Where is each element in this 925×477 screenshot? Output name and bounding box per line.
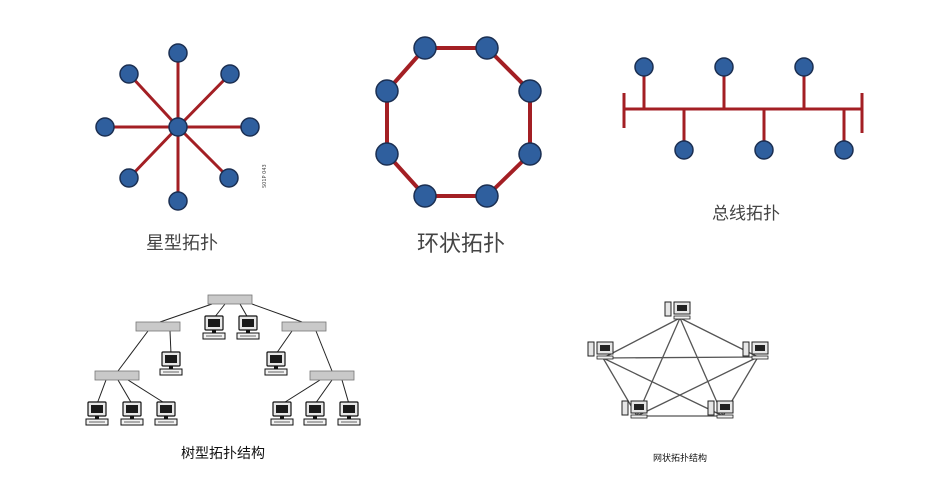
- switch-icon: [94, 370, 140, 381]
- computer-icon: [202, 315, 226, 340]
- star-hub-node: [168, 117, 188, 137]
- link-line: [314, 379, 333, 405]
- link-line: [169, 330, 172, 355]
- ring-node: [413, 184, 437, 208]
- switch-icon: [309, 370, 355, 381]
- ring-nodes: [375, 36, 542, 208]
- link-line: [275, 330, 293, 355]
- star-links: [105, 53, 250, 201]
- ring-label: 环状拓扑: [417, 232, 505, 257]
- link-line: [602, 317, 681, 359]
- link-line: [176, 125, 231, 180]
- bus-node: [634, 57, 654, 77]
- star-node: [168, 191, 188, 211]
- computer-icon: [621, 400, 648, 419]
- star-node: [95, 117, 115, 137]
- bus-label: 总线拓扑: [712, 204, 780, 224]
- bus-node: [714, 57, 734, 77]
- bus-links: [622, 68, 864, 149]
- link-line: [341, 379, 350, 405]
- computer-icon: [236, 315, 260, 340]
- computer-icon: [742, 341, 769, 360]
- link-line: [251, 303, 303, 323]
- bus-nodes: [634, 57, 854, 160]
- switch-icon: [207, 294, 253, 305]
- computer-icon: [270, 401, 294, 426]
- star-node: [219, 168, 239, 188]
- link-line: [127, 125, 180, 180]
- link-line: [127, 379, 167, 405]
- switch-icon: [135, 321, 181, 332]
- bus-node: [674, 140, 694, 160]
- mesh-label: 网状拓扑结构: [653, 452, 707, 464]
- star-label: 星型拓扑: [146, 233, 218, 254]
- star-nodes: [95, 43, 260, 211]
- link-line: [96, 379, 107, 405]
- ring-node: [475, 36, 499, 60]
- mesh-computers: [587, 301, 769, 419]
- computer-icon: [154, 401, 178, 426]
- link-line: [176, 72, 232, 129]
- switch-icon: [281, 321, 327, 332]
- computer-icon: [587, 341, 614, 360]
- ring-node: [475, 184, 499, 208]
- computer-icon: [664, 301, 691, 320]
- ring-node: [518, 142, 542, 166]
- computer-icon: [120, 401, 144, 426]
- tree-computers: [85, 315, 361, 426]
- computer-icon: [303, 401, 327, 426]
- computer-icon: [264, 351, 288, 376]
- star-node: [119, 168, 139, 188]
- star-side-code: S01P 043: [262, 164, 268, 188]
- link-line: [602, 357, 724, 417]
- tree-label: 树型拓扑结构: [181, 446, 265, 462]
- ring-topology: 环状拓扑: [375, 36, 542, 257]
- ring-node: [413, 36, 437, 60]
- star-topology: S01P 043 星型拓扑: [95, 43, 268, 254]
- computer-icon: [707, 400, 734, 419]
- link-line: [636, 317, 681, 417]
- ring-link: [385, 46, 532, 198]
- link-line: [117, 379, 133, 405]
- bus-node: [794, 57, 814, 77]
- computer-icon: [159, 351, 183, 376]
- tree-topology: 树型拓扑结构: [85, 294, 361, 462]
- ring-node: [518, 79, 542, 103]
- computer-icon: [337, 401, 361, 426]
- ring-node: [375, 79, 399, 103]
- star-node: [240, 117, 260, 137]
- bus-topology: 总线拓扑: [622, 57, 864, 224]
- link-line: [117, 330, 149, 372]
- link-line: [679, 317, 724, 417]
- ring-node: [375, 142, 399, 166]
- link-line: [636, 356, 759, 417]
- mesh-topology: 网状拓扑结构: [587, 301, 769, 464]
- star-node: [220, 64, 240, 84]
- link-line: [315, 330, 333, 372]
- star-node: [119, 64, 139, 84]
- tree-switches: [94, 294, 355, 381]
- link-line: [159, 303, 213, 323]
- computer-icon: [85, 401, 109, 426]
- tree-links: [96, 303, 350, 405]
- bus-node: [834, 140, 854, 160]
- bus-node: [754, 140, 774, 160]
- star-node: [168, 43, 188, 63]
- link-line: [127, 72, 180, 129]
- link-line: [602, 356, 759, 359]
- link-line: [281, 379, 321, 405]
